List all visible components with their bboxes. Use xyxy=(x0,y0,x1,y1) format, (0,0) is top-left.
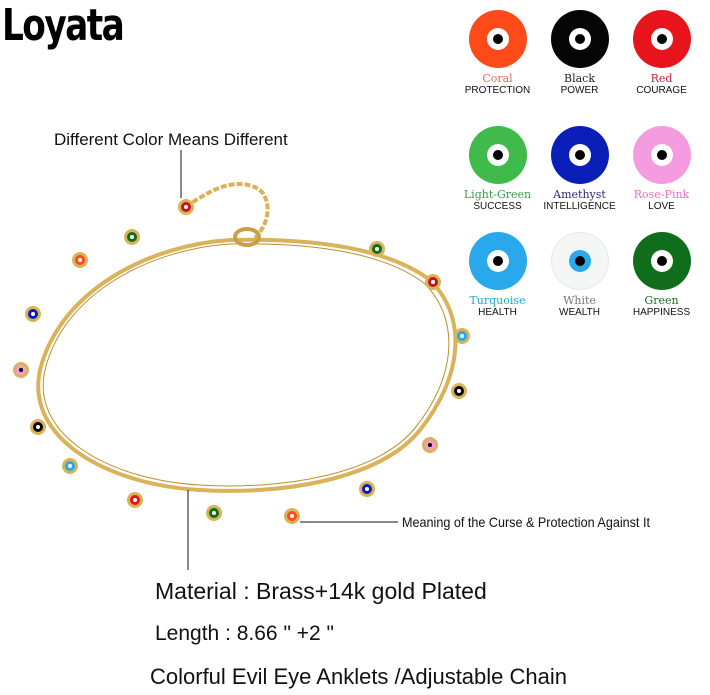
callout-curse-meaning: Meaning of the Curse & Protection Agains… xyxy=(402,514,650,530)
charm-pink-2 xyxy=(422,437,438,453)
charm-green-3 xyxy=(369,241,385,257)
eye-color-name: Coral xyxy=(482,72,513,85)
brand-logo: Loyata xyxy=(2,0,125,51)
eye-color-meaning: POWER xyxy=(560,85,599,96)
eye-color-meaning: WEALTH xyxy=(559,307,600,318)
eye-color-meaning: LOVE xyxy=(648,201,675,212)
charm-green-1 xyxy=(124,229,140,245)
charm-red-1 xyxy=(127,492,143,508)
eye-color-name: Light-Green xyxy=(463,188,532,201)
eye-color-amethyst: Amethyst INTELLIGENCE xyxy=(537,126,622,213)
eye-disc-rose-pink xyxy=(632,126,691,184)
charm-navy-2 xyxy=(359,481,375,497)
eye-color-meaning: HAPPINESS xyxy=(632,307,691,318)
eye-color-green: Green HAPPINESS xyxy=(619,232,704,319)
eye-color-meaning: PROTECTION xyxy=(464,85,531,96)
eye-color-turquoise: Turquoise HEALTH xyxy=(455,232,540,319)
charm-green-2 xyxy=(206,505,222,521)
eye-color-name: White xyxy=(563,294,596,307)
lobster-clasp xyxy=(233,227,261,247)
callout-color-meaning: Different Color Means Different xyxy=(54,130,288,149)
eye-color-name: Rose-Pink xyxy=(633,188,690,201)
eye-disc-light-green xyxy=(468,126,527,184)
charm-red-2 xyxy=(425,274,441,290)
eye-disc-turquoise xyxy=(468,232,527,290)
eye-color-coral: Coral PROTECTION xyxy=(455,10,540,97)
eye-color-name: Red xyxy=(650,72,673,85)
eye-color-red: Red COURAGE xyxy=(619,10,704,97)
charm-black-1 xyxy=(30,419,46,435)
eye-color-meaning: COURAGE xyxy=(636,85,687,96)
eye-disc-black xyxy=(550,10,609,68)
charm-coral-2 xyxy=(284,508,300,524)
eye-color-meaning: INTELLIGENCE xyxy=(543,201,616,212)
charm-coral-1 xyxy=(72,252,88,268)
eye-disc-white xyxy=(550,232,609,290)
eye-color-black: Black POWER xyxy=(537,10,622,97)
charm-turquoise-2 xyxy=(454,328,470,344)
anklet-chain xyxy=(36,237,458,493)
eye-disc-red xyxy=(632,10,691,68)
eye-color-name: Turquoise xyxy=(469,294,526,307)
eye-color-name: Green xyxy=(644,294,679,307)
eye-color-meaning: SUCCESS xyxy=(473,201,522,212)
eye-color-rose-pink: Rose-Pink LOVE xyxy=(619,126,704,213)
charm-extender-red xyxy=(178,199,194,215)
eye-color-name: Black xyxy=(564,72,595,85)
spec-description: Colorful Evil Eye Anklets /Adjustable Ch… xyxy=(150,664,567,689)
eye-disc-coral xyxy=(468,10,527,68)
spec-length: Length : 8.66 " +2 " xyxy=(155,622,334,645)
eye-color-white: White WEALTH xyxy=(537,232,622,319)
eye-color-name: Amethyst xyxy=(553,188,606,201)
color-meaning-grid: Coral PROTECTION Black POWER Red COURAGE… xyxy=(455,10,710,330)
anklet-chain-inner xyxy=(42,243,450,487)
eye-disc-amethyst xyxy=(550,126,609,184)
eye-disc-green xyxy=(632,232,691,290)
charm-navy-1 xyxy=(25,306,41,322)
extender-chain xyxy=(184,182,270,240)
eye-color-light-green: Light-Green SUCCESS xyxy=(455,126,540,213)
spec-material: Material : Brass+14k gold Plated xyxy=(155,578,487,604)
charm-pink-1 xyxy=(13,362,29,378)
eye-color-meaning: HEALTH xyxy=(478,307,517,318)
charm-turquoise-1 xyxy=(62,458,78,474)
charm-black-2 xyxy=(451,383,467,399)
